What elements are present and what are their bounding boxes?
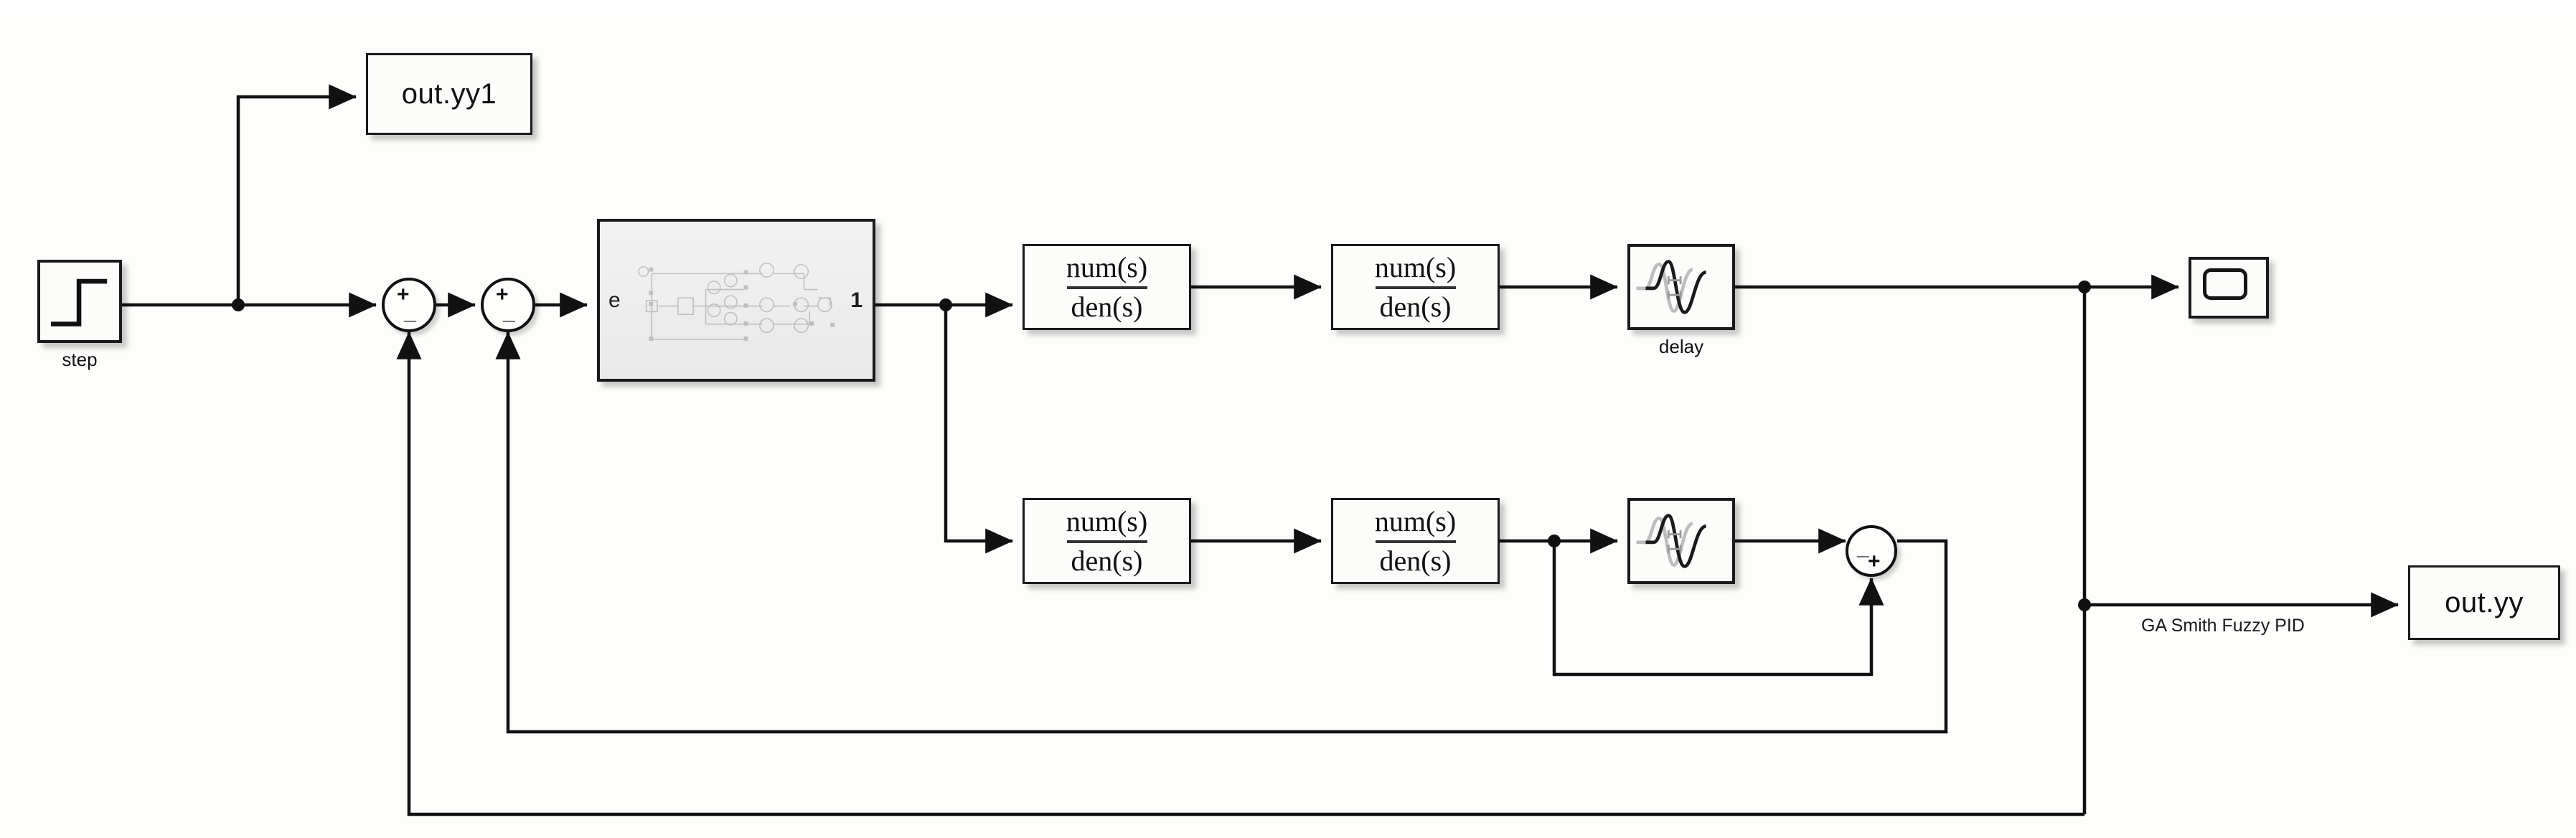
ga-smith-fuzzy-pid-label: GA Smith Fuzzy PID [2141, 616, 2305, 636]
delay-caption: delay [1658, 336, 1704, 357]
tf-top-2-fraction-bar [1375, 286, 1456, 289]
transport-delay-icon [1636, 260, 1707, 314]
tf-top-1-fraction-bar [1066, 286, 1147, 289]
transfer-fcn-top-2-block[interactable]: num(s) den(s) [1331, 244, 1500, 330]
fuzzy-input-port-label: e [608, 288, 621, 312]
step-waveform-icon [50, 278, 108, 326]
fuzzy-inference-network-icon [638, 263, 835, 341]
sum-block-3[interactable]: _ + [1846, 525, 1897, 577]
step-caption: step [62, 349, 98, 370]
tf-top-1-numerator: num(s) [1066, 250, 1148, 283]
out-yy-block[interactable]: out.yy [2408, 565, 2560, 640]
scope-block[interactable] [2189, 257, 2269, 319]
tf-bot-1-numerator: num(s) [1066, 504, 1148, 537]
sum3-plus-sign: + [1868, 550, 1881, 573]
sum2-plus-sign: + [496, 283, 509, 306]
junction-dots [232, 281, 2091, 611]
out-yy1-label: out.yy1 [401, 77, 497, 110]
tf-bot-2-numerator: num(s) [1374, 504, 1457, 537]
transfer-fcn-bottom-1-block[interactable]: num(s) den(s) [1023, 498, 1191, 584]
sum1-minus-sign: _ [404, 301, 416, 324]
step-block[interactable] [37, 260, 122, 343]
delay-block[interactable] [1627, 244, 1735, 330]
transfer-fcn-top-1-block[interactable]: num(s) den(s) [1023, 244, 1191, 330]
tf-bot-1-denominator: den(s) [1071, 544, 1143, 577]
sum2-minus-sign: _ [503, 301, 515, 324]
out-yy-label: out.yy [2445, 586, 2524, 618]
tf-bot-1-fraction-bar [1066, 540, 1147, 543]
fuzzy-logic-controller-block[interactable]: e 1 [597, 219, 875, 382]
scope-screen-icon [2203, 268, 2247, 300]
fuzzy-output-port-label: 1 [850, 288, 862, 312]
transfer-fcn-bottom-2-block[interactable]: num(s) den(s) [1331, 498, 1500, 584]
sum3-minus-sign: _ [1857, 536, 1869, 560]
tf-top-2-numerator: num(s) [1374, 250, 1457, 283]
canvas-top-strip [0, 0, 2576, 14]
sum-block-2[interactable]: + _ [481, 278, 535, 332]
sum1-plus-sign: + [397, 283, 410, 306]
transport-delay-icon [1636, 514, 1707, 568]
tf-bot-2-fraction-bar [1375, 540, 1456, 543]
sum-block-1[interactable]: + _ [382, 278, 436, 332]
out-yy1-block[interactable]: out.yy1 [366, 53, 532, 135]
tf-top-2-denominator: den(s) [1379, 290, 1452, 323]
delay-bottom-block[interactable] [1627, 498, 1735, 584]
tf-bot-2-denominator: den(s) [1379, 544, 1452, 577]
tf-top-1-denominator: den(s) [1071, 290, 1143, 323]
